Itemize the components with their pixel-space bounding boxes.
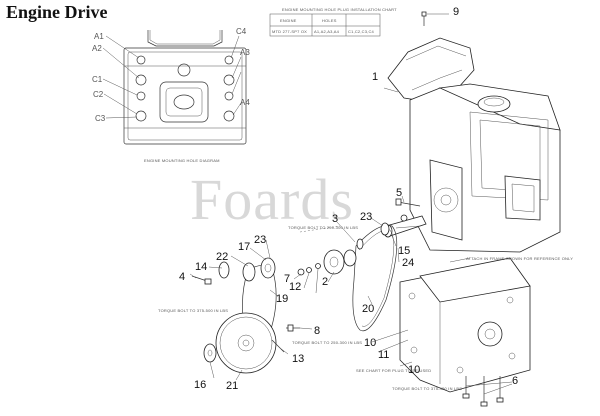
row-engine: MTD 277-SP7 OX — [272, 29, 307, 34]
callout-10b: 10 — [408, 364, 420, 376]
plug-chart-table: ENGINE MOUNTING HOLE PLUG INSTALLATION C… — [269, 7, 397, 37]
callout-2: 2 — [322, 276, 328, 288]
note-see-chart: SEE CHART FOR PLUG TO BE USED — [356, 368, 431, 373]
callout-13: 13 — [292, 353, 304, 365]
callout-24: 24 — [402, 257, 414, 269]
callout-8: 8 — [314, 325, 320, 337]
col-holes: HOLES — [322, 18, 337, 23]
mounting-plate-diagram: A1 A2 C1 C2 C3 C4 A3 A4 ENGINE MOUNTING … — [92, 27, 250, 163]
frame-assembly — [399, 257, 531, 407]
note-attach-frame: ATTACH IN FRAME SHOWN FOR REFERENCE ONLY — [466, 256, 573, 261]
hole-label: A3 — [240, 48, 250, 57]
callout-10a: 10 — [364, 337, 376, 349]
row-holes-a: A1,A2,A3,A4 — [314, 29, 340, 34]
callout-6: 6 — [512, 375, 518, 387]
col-engine: ENGINE — [280, 18, 297, 23]
callout-17: 17 — [238, 241, 250, 253]
watermark: Foards — [190, 167, 354, 232]
callout-21: 21 — [226, 380, 238, 392]
callout-4: 4 — [179, 271, 185, 283]
callout-1: 1 — [372, 71, 378, 83]
callout-15: 15 — [398, 245, 410, 257]
callout-14: 14 — [195, 261, 207, 273]
note-torque-left: TORQUE BOLT TO 375-500 IN LBS — [158, 308, 228, 313]
hole-label: C2 — [93, 90, 104, 99]
callout-23b: 23 — [360, 211, 372, 223]
callout-23a: 23 — [254, 234, 266, 246]
row-holes-c: C1,C2,C3,C4 — [348, 29, 375, 34]
callout-11: 11 — [378, 349, 389, 361]
callout-19: 19 — [276, 293, 288, 305]
callout-3: 3 — [332, 213, 338, 225]
hole-label: A2 — [92, 44, 102, 53]
belt-drive — [189, 87, 471, 381]
callout-5: 5 — [396, 187, 402, 199]
notes: TORQUE BOLT TO 250-300 IN LBS TORQUE BOL… — [158, 225, 573, 391]
callout-22: 22 — [216, 251, 228, 263]
hole-label: C1 — [92, 75, 103, 84]
hole-label: A4 — [240, 98, 250, 107]
hole-label: A1 — [94, 32, 104, 41]
hole-label: C3 — [95, 114, 106, 123]
note-torque-bottom: TORQUE BOLT TO 375-450 IN LBS — [392, 386, 462, 391]
mounting-caption: ENGINE MOUNTING HOLE DIAGRAM — [144, 158, 220, 163]
callout-16: 16 — [194, 379, 206, 391]
hole-label: C4 — [236, 27, 247, 36]
chart-header: ENGINE MOUNTING HOLE PLUG INSTALLATION C… — [282, 7, 397, 12]
callout-12: 12 — [289, 281, 301, 293]
callout-7: 7 — [284, 273, 290, 285]
callout-20: 20 — [362, 303, 374, 315]
callout-9: 9 — [453, 6, 459, 18]
note-torque-mid: TORQUE BOLT TO 250-300 IN LBS — [292, 340, 362, 345]
engine-assembly — [383, 11, 561, 253]
callout-numbers: 1 2 3 4 5 6 7 8 9 10 10 11 12 13 14 15 1… — [179, 6, 518, 392]
page-title: Engine Drive — [6, 2, 108, 22]
note-torque-top: TORQUE BOLT TO 250-300 IN LBS — [288, 225, 358, 230]
